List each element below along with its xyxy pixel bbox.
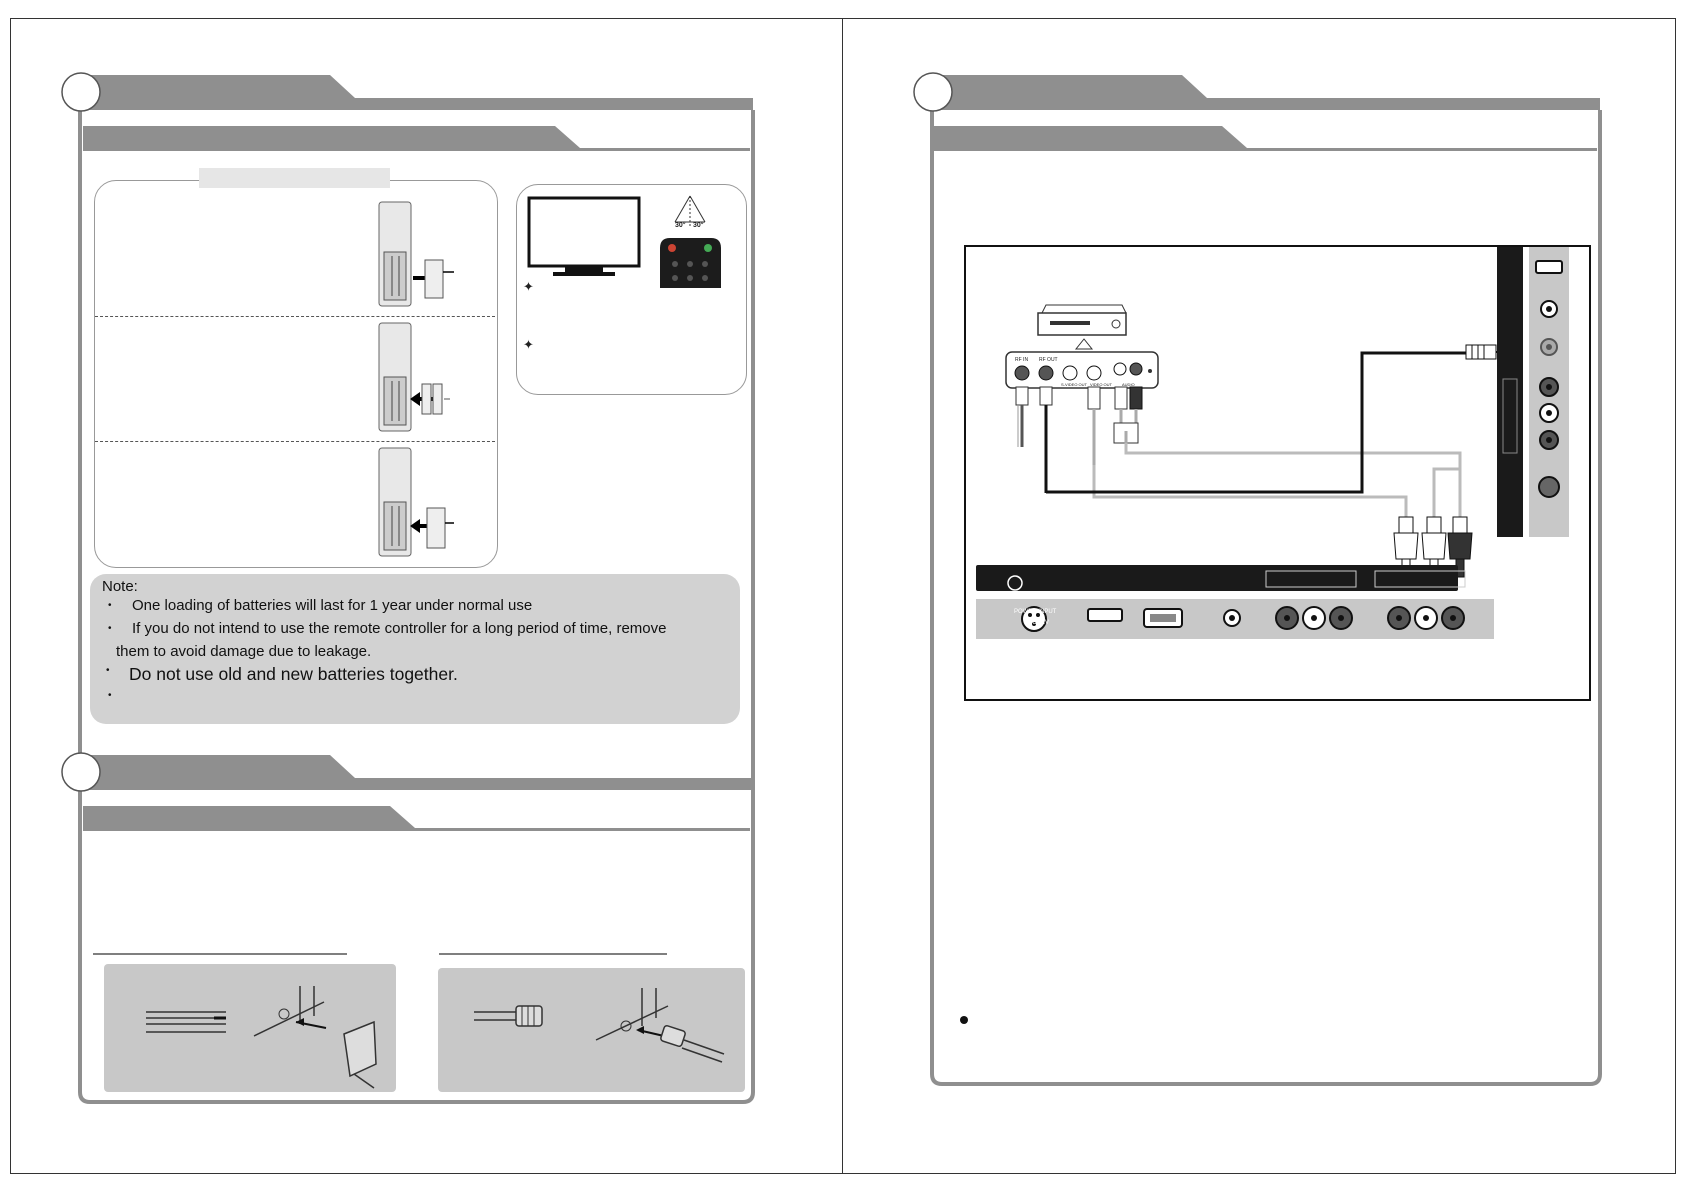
tv-remote-illustration bbox=[527, 195, 721, 288]
rf-in-label: RF IN bbox=[1015, 357, 1029, 363]
dashed-divider bbox=[95, 316, 495, 317]
remote-icon bbox=[660, 238, 721, 288]
remote-range-panel bbox=[516, 184, 747, 395]
sparkle-bullet-icon: ✦ bbox=[523, 279, 534, 294]
rf-out-label: RF OUT bbox=[1039, 357, 1058, 363]
video-out-label: VIDEO OUT bbox=[1090, 382, 1113, 387]
angle-right-label: 30° bbox=[693, 222, 704, 229]
tv-icon bbox=[527, 196, 641, 276]
right-page-structure bbox=[913, 72, 1602, 1086]
angle-left-label: 30° bbox=[675, 222, 686, 229]
antenna-cable-box-1 bbox=[104, 964, 396, 1092]
page-divider bbox=[842, 18, 843, 1173]
remote-back-step3 bbox=[378, 447, 454, 557]
left-page-structure bbox=[61, 72, 755, 1104]
angle-indicator bbox=[674, 195, 706, 228]
note-bullet-icon: • bbox=[108, 600, 112, 611]
note-bullet-icon: • bbox=[108, 690, 112, 701]
power-spec-label: DC 12V bbox=[1028, 620, 1050, 626]
note-bullet-icon: • bbox=[108, 623, 112, 634]
svideo-out-label: S-VIDEO OUT bbox=[1061, 382, 1088, 387]
connection-diagram-drawing bbox=[976, 247, 1569, 639]
note-item: One loading of batteries will last for 1… bbox=[132, 597, 533, 614]
battery-steps-illustration bbox=[378, 201, 454, 557]
flat-cable-illustration bbox=[146, 986, 377, 1089]
spread-frame bbox=[10, 18, 1676, 1174]
dvd-player-icon bbox=[1037, 304, 1127, 336]
note-item: them to avoid damage due to leakage. bbox=[116, 643, 372, 660]
note-box bbox=[90, 574, 740, 724]
note-title: Note: bbox=[102, 578, 138, 595]
remote-back-step1 bbox=[378, 201, 454, 307]
remote-back-step2 bbox=[378, 322, 450, 432]
sparkle-bullet-icon: ✦ bbox=[523, 337, 534, 352]
note-bullet-icon: • bbox=[106, 665, 110, 676]
antenna-cable-box-2 bbox=[438, 968, 745, 1092]
dashed-divider bbox=[95, 441, 495, 442]
audio-label: AUDIO bbox=[1122, 382, 1135, 387]
note-item: Do not use old and new batteries togethe… bbox=[129, 664, 458, 684]
note-item: If you do not intend to use the remote c… bbox=[132, 620, 667, 637]
power-input-label: POWER INPUT bbox=[1014, 609, 1057, 615]
coax-cable-illustration bbox=[474, 988, 725, 1063]
battery-panel-tab bbox=[199, 168, 390, 188]
rca-plug-red bbox=[1447, 516, 1473, 578]
